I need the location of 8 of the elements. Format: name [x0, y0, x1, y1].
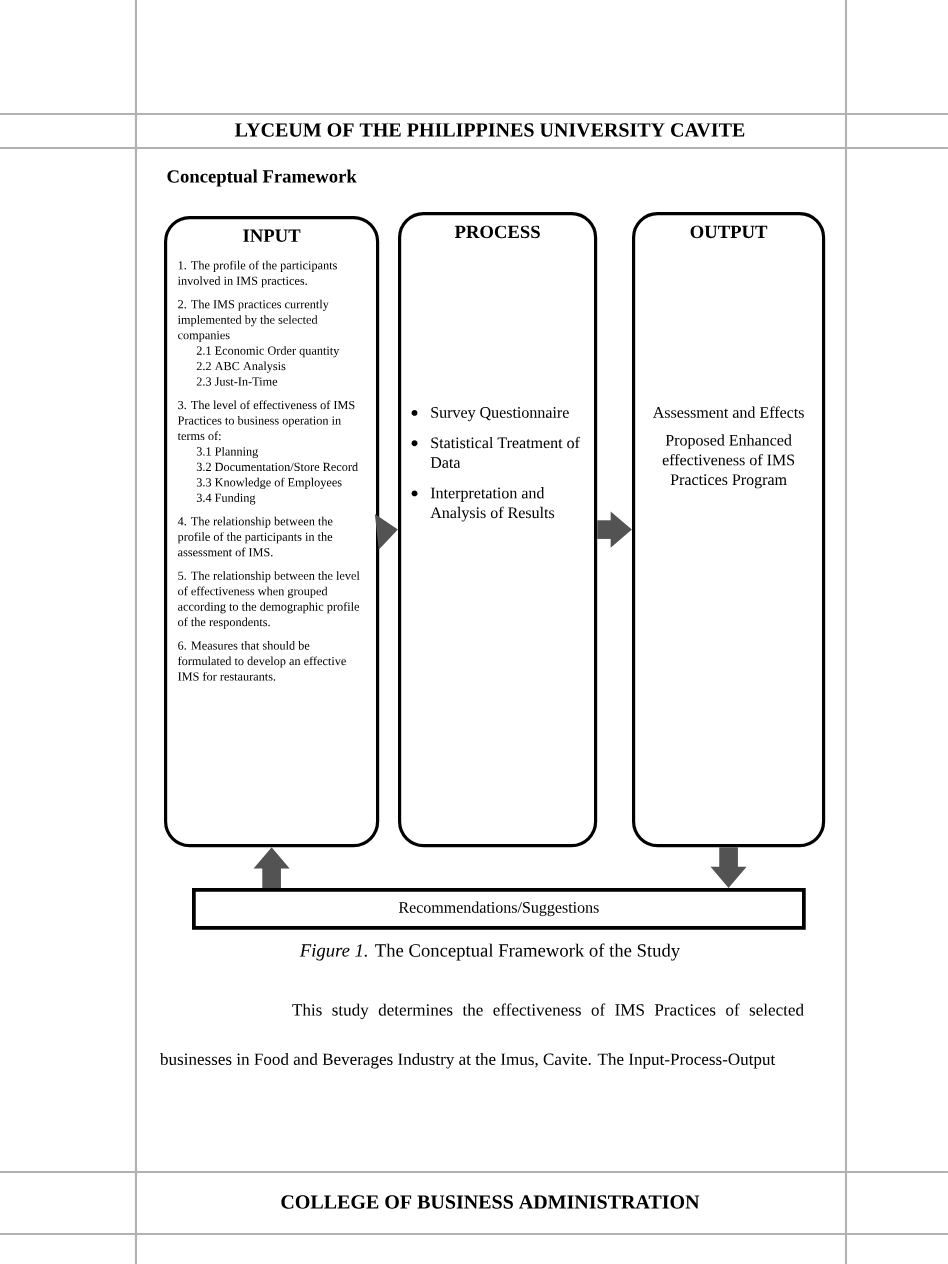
header-title: LYCEUM OF THE PHILIPPINES UNIVERSITY CAVITE: [235, 123, 745, 137]
section-title: Conceptual Framework: [167, 169, 357, 187]
footer-title: COLLEGE OF BUSINESS ADMINISTRATION: [281, 1195, 700, 1209]
output-box: OUTPUT Assessment and Effects Proposed Enhanced effectiveness of IMS Practices Program: [632, 212, 826, 848]
figure-caption: Figure 1. The Conceptual Framework of the Study: [299, 943, 681, 961]
body-paragraph: This study determines the effectiveness of IMS Practices of selected businesses in Food and Beverages Industry at the Imus, Cavite. The Input-Process-Output: [160, 1003, 804, 1069]
recommendations-box: Recommendations/Suggestions: [192, 888, 806, 930]
process-box: PROCESS Survey Questionnaire Statistical Treatment of Data Interpretation and Analysis of Results: [398, 212, 598, 848]
